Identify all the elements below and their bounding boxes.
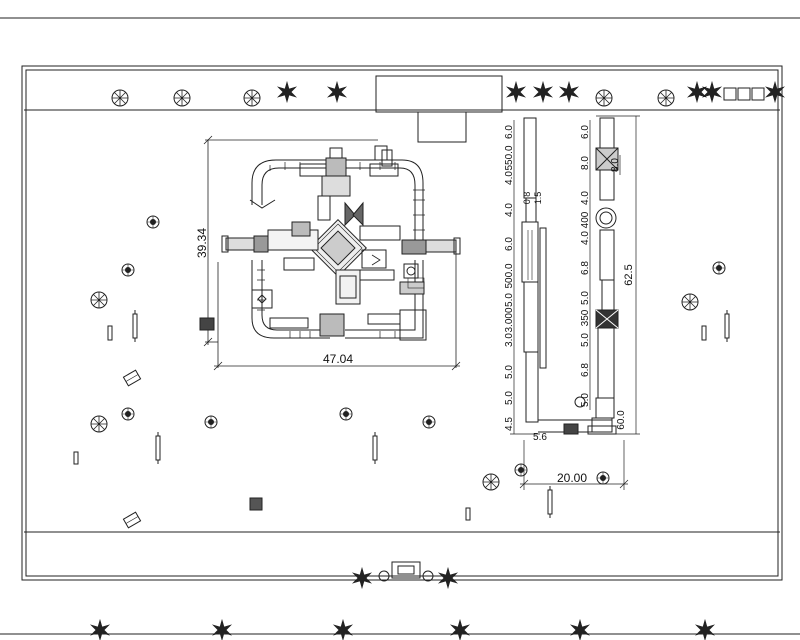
dim-small-1: 0.8: [522, 192, 532, 205]
dim-r-11: 5.0: [580, 393, 591, 407]
dim-small-3: 5.6: [533, 432, 547, 443]
bottom-entrance: [30, 561, 780, 589]
scattered-trees: [90, 215, 726, 491]
dim-l-6: 500.0: [504, 263, 515, 288]
dim-r-10: 6.8: [580, 363, 591, 377]
dim-bottom: 20.00: [557, 471, 587, 485]
top-tube-junctions: [299, 145, 399, 177]
entrance-canopy: [417, 111, 467, 143]
right-play-structure: 6.0 4.0 550.0 4.0 6.0 500.0 5.0 3.0 3.00…: [504, 115, 640, 490]
dim-l-10: 5.0: [504, 365, 515, 379]
benches: [122, 369, 263, 529]
right-structure-left-column: [521, 117, 547, 423]
dim-l-5: 6.0: [504, 237, 515, 251]
dim-l-12: 4.5: [504, 417, 515, 431]
dim-l-9: 3.000: [504, 307, 515, 332]
left-width-dimension: 47.04: [323, 352, 353, 366]
dim-l-4: 4.0: [504, 203, 515, 217]
left-play-structure: 39.34 47.04: [195, 135, 461, 371]
dim-side-2: 62.5: [623, 264, 635, 285]
horizontal-bridge: [267, 221, 401, 281]
site-boundary: [21, 65, 783, 581]
dim-r-7: 5.0: [580, 291, 591, 305]
central-tower: [317, 147, 364, 227]
dim-l-3: 550.0: [504, 145, 515, 170]
dim-r-2: 8.0: [580, 156, 591, 170]
dim-small-2: 1.5: [533, 192, 543, 205]
top-tree-row: [111, 81, 785, 107]
top-bench-blocks: [723, 87, 765, 101]
dim-r-3: 4.0: [580, 191, 591, 205]
dim-l-8: 3.0: [504, 333, 515, 347]
dim-l-11: 5.0: [504, 391, 515, 405]
round-platform: [595, 207, 617, 229]
dim-r-9: 5.0: [580, 333, 591, 347]
left-height-dimension: 39.34: [195, 228, 209, 258]
right-structure-base: [538, 396, 617, 435]
central-platform: [309, 219, 367, 277]
dim-l-7: 5.0: [504, 293, 515, 307]
dim-r-4: 400: [580, 211, 591, 228]
small-markers: [73, 325, 707, 521]
left-arm: [221, 235, 269, 253]
step-block: [199, 317, 215, 331]
dim-r-12: 60.0: [616, 410, 627, 430]
lower-right-items: [367, 263, 427, 341]
dim-l-1: 6.0: [504, 125, 515, 139]
bottom-tree-row: [0, 619, 800, 640]
lower-left-items: [251, 269, 361, 337]
dim-l-2: 4.0: [504, 171, 515, 185]
right-structure-right-column: [591, 117, 619, 433]
right-structure-dimension-lines: [510, 115, 640, 490]
right-arm: [401, 237, 461, 255]
lamp-posts: [132, 309, 730, 519]
left-structure-dimension-lines: [203, 135, 461, 371]
entrance-building: [375, 75, 503, 113]
dim-r-1: 6.0: [580, 125, 591, 139]
dim-r-5: 4.0: [580, 231, 591, 245]
dim-r-6: 6.8: [580, 261, 591, 275]
dim-r-8: 350: [580, 309, 591, 326]
slide-exit-top-left: [249, 199, 276, 209]
dim-side-1: 8.0: [610, 158, 621, 172]
